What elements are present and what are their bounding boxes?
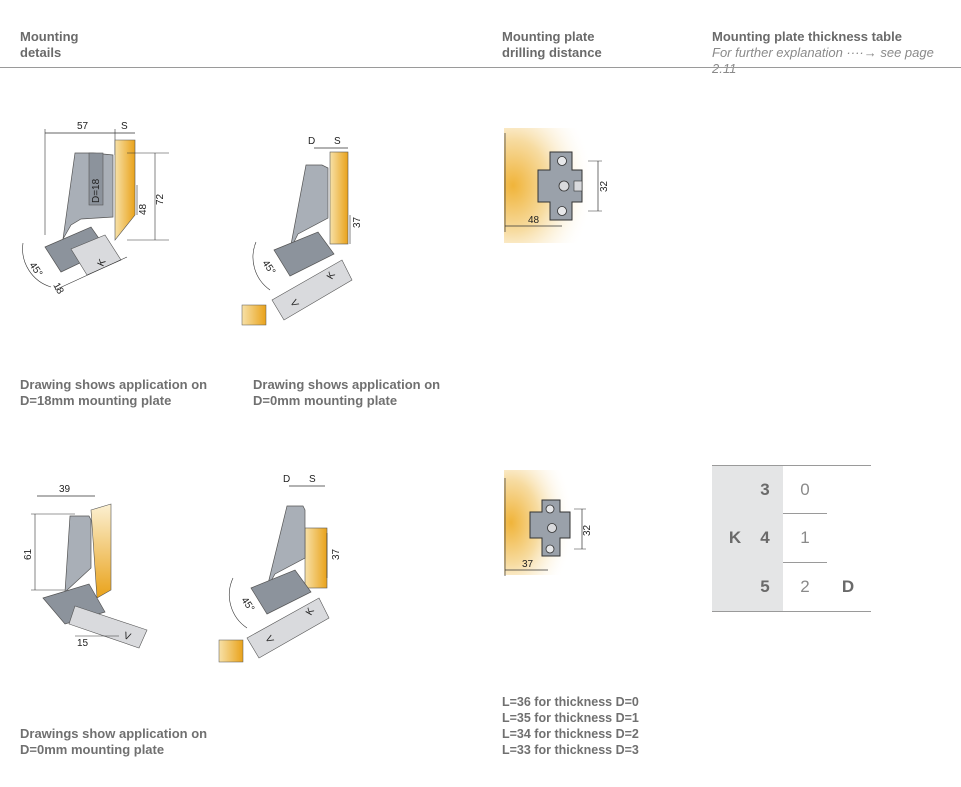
thickness-table-heading: Mounting plate thickness table For furth… xyxy=(712,29,961,77)
drilling-distance-heading: Mounting plate drilling distance xyxy=(502,29,602,61)
thickness-line: L=33 for thickness D=3 xyxy=(502,743,639,757)
dim-48-label: 48 xyxy=(138,203,149,215)
door-panel xyxy=(114,139,136,241)
thickness-line: L=36 for thickness D=0 xyxy=(502,695,639,709)
door-section xyxy=(68,605,148,649)
dim-s-label: S xyxy=(121,121,128,132)
dim-39-label: 39 xyxy=(59,484,71,495)
table-d-label: D xyxy=(841,577,855,596)
dim-d-label: D xyxy=(308,136,315,147)
table-d-2: 2 xyxy=(800,577,810,596)
door-panel xyxy=(304,527,328,589)
dim-72-label: 72 xyxy=(155,193,166,205)
thickness-line: L=35 for thickness D=1 xyxy=(502,711,639,725)
caption-line: D=0mm mounting plate xyxy=(20,742,165,757)
carcass-edge xyxy=(241,304,267,326)
hinge-cup xyxy=(273,231,335,277)
heading-line: drilling distance xyxy=(502,45,602,60)
table-rule xyxy=(712,465,871,466)
dim-v-label: V xyxy=(262,634,275,646)
hinge-arm xyxy=(62,152,114,240)
thickness-table: 3 0 K 4 1 5 2 D xyxy=(712,465,871,612)
dim-48-label: 48 xyxy=(528,215,540,226)
hinge-drawing-d0: D S 37 45° K V xyxy=(241,136,363,326)
dim-18-label: 18 xyxy=(50,281,65,297)
dim-32-label: 32 xyxy=(582,524,593,536)
door-panel xyxy=(329,151,349,245)
hinge-drawing-bottom-left: 39 61 15 V xyxy=(23,484,148,649)
caption-line: D=0mm mounting plate xyxy=(253,393,398,408)
dim-s-label: S xyxy=(309,474,316,485)
table-k-5: 5 xyxy=(760,577,770,596)
hinge-arm xyxy=(64,515,92,593)
mounting-plate-drilling-48: 48 32 xyxy=(504,128,610,243)
dim-37-label: 37 xyxy=(352,216,363,228)
dim-15-label: 15 xyxy=(77,638,89,649)
thickness-table-title: Mounting plate thickness table xyxy=(712,29,902,44)
dim-angle-label: 45° xyxy=(27,260,45,279)
dim-57-label: 57 xyxy=(77,121,89,132)
caption-line: D=18mm mounting plate xyxy=(20,393,172,408)
dim-32-label: 32 xyxy=(599,180,610,192)
caption-d18: Drawing shows application on D=18mm moun… xyxy=(20,377,207,409)
table-d-0: 0 xyxy=(800,480,810,499)
door-section xyxy=(271,259,353,321)
table-rule xyxy=(712,611,871,612)
caption-d0: Drawing shows application on D=0mm mount… xyxy=(253,377,440,409)
mounting-plate-drilling-37: 37 32 xyxy=(504,470,593,576)
dim-angle-label: 45° xyxy=(260,258,278,277)
dim-37-label: 37 xyxy=(522,559,534,570)
mounting-details-heading: Mounting details xyxy=(20,29,78,61)
table-k-4: 4 xyxy=(760,528,770,547)
table-k-label: K xyxy=(728,528,742,547)
caption-line: Drawings show application on xyxy=(20,726,208,741)
heading-line: details xyxy=(20,45,62,60)
table-shaded-column xyxy=(712,465,783,612)
caption-bottom: Drawings show application on D=0mm mount… xyxy=(20,726,207,758)
table-rule xyxy=(783,513,827,514)
thickness-line: L=34 for thickness D=2 xyxy=(502,727,639,741)
dim-s-label: S xyxy=(334,136,341,147)
heading-line: Mounting plate xyxy=(502,29,595,44)
caption-line: Drawing shows application on xyxy=(253,377,441,392)
dim-d18-label: D=18 xyxy=(91,178,102,203)
carcass-edge xyxy=(218,639,244,663)
table-k-3: 3 xyxy=(760,480,770,499)
hinge-cup xyxy=(250,569,312,615)
door-panel xyxy=(90,503,112,599)
thickness-table-subtitle: For further explanation ····→ see page 2… xyxy=(712,45,934,76)
dim-k-label: K xyxy=(325,270,338,282)
dim-v-label: V xyxy=(287,298,300,310)
hinge-drawing-d18: 57 S D=18 48 72 45° K 18 xyxy=(22,121,169,297)
dim-37-label: 37 xyxy=(331,548,342,560)
hinge-drawing-bottom-right: D S 37 45° K V xyxy=(218,474,342,663)
thickness-list: L=36 for thickness D=0 L=35 for thicknes… xyxy=(502,694,639,758)
dim-d-label: D xyxy=(283,474,290,485)
dim-angle-label: 45° xyxy=(239,595,257,614)
table-rule xyxy=(783,562,827,563)
heading-line: Mounting xyxy=(20,29,79,44)
dim-k-label: K xyxy=(96,257,109,268)
dim-k-label: K xyxy=(304,606,317,618)
caption-line: Drawing shows application on xyxy=(20,377,208,392)
dim-v-label: V xyxy=(122,630,132,643)
table-d-1: 1 xyxy=(800,528,810,547)
door-section xyxy=(246,597,330,659)
mounting-plate xyxy=(88,152,104,206)
header-divider xyxy=(0,67,961,68)
dim-61-label: 61 xyxy=(23,548,34,560)
